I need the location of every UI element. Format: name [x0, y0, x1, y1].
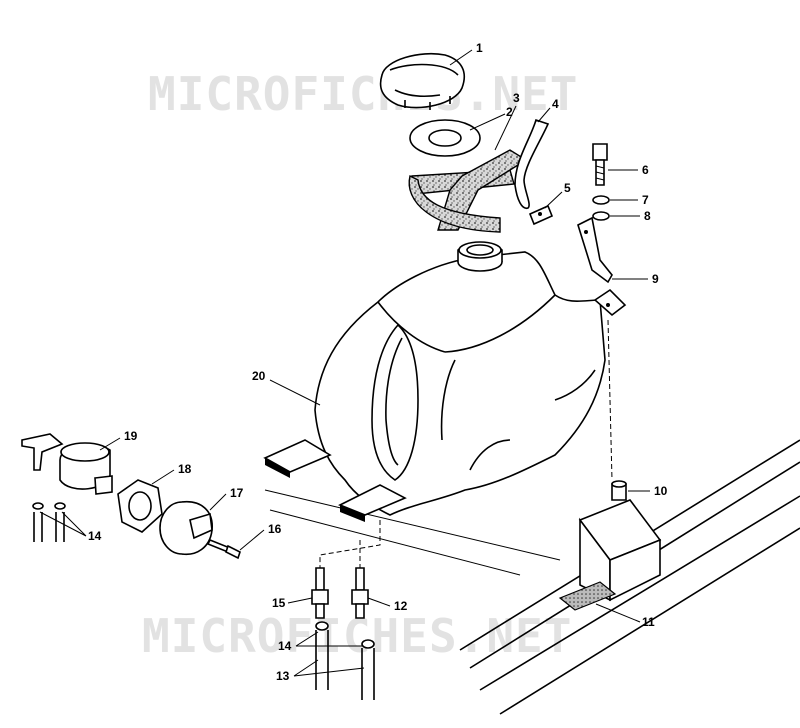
callout-14-left: 14 [88, 529, 102, 543]
callout-9: 9 [652, 272, 659, 286]
vent-fitting [528, 204, 554, 226]
callout-1: 1 [476, 41, 483, 55]
washer [592, 195, 610, 205]
rubber-washer [592, 211, 610, 221]
callout-17: 17 [230, 486, 244, 500]
gasket-ring [409, 119, 481, 157]
tank-bracket [577, 216, 613, 284]
callout-12: 12 [394, 599, 408, 613]
watermark-top: MICROFICHES.NET [148, 67, 578, 121]
callout-3: 3 [513, 91, 520, 105]
callout-10: 10 [654, 484, 668, 498]
callout-8: 8 [644, 209, 651, 223]
callout-7: 7 [642, 193, 649, 207]
callout-16: 16 [268, 522, 282, 536]
callout-18: 18 [178, 462, 192, 476]
callout-15: 15 [272, 596, 286, 610]
callout-4: 4 [552, 97, 559, 111]
vent-hose [514, 118, 550, 209]
valve-screw [206, 538, 241, 560]
callout-20: 20 [252, 369, 266, 383]
mount-bolt [592, 143, 608, 186]
leader-lines [39, 49, 650, 677]
spacer [611, 480, 627, 501]
callout-5: 5 [564, 181, 571, 195]
decal-plate [558, 581, 617, 611]
hose-fitting-left [311, 567, 329, 619]
callouts: 1 2 3 4 5 6 7 8 9 10 11 12 13 14 14 15 1… [88, 41, 668, 683]
hose-clamps-left [32, 502, 66, 542]
hose-fitting-right [351, 567, 369, 619]
callout-6: 6 [642, 163, 649, 177]
foam-vent-filter [408, 149, 528, 233]
fuel-tank [263, 241, 627, 522]
fuel-valve-body [159, 501, 213, 556]
callout-11: 11 [642, 615, 655, 629]
callout-19: 19 [124, 429, 138, 443]
callout-14-bottom: 14 [278, 639, 292, 653]
callout-13: 13 [276, 669, 290, 683]
callout-2: 2 [506, 105, 513, 119]
fuel-filter [21, 433, 113, 495]
lock-nut [117, 479, 163, 533]
frame-mount-bracket [578, 499, 662, 602]
assembly-lines [319, 319, 613, 568]
fuel-cap [379, 52, 466, 110]
hose-clamps-bottom [315, 621, 375, 700]
